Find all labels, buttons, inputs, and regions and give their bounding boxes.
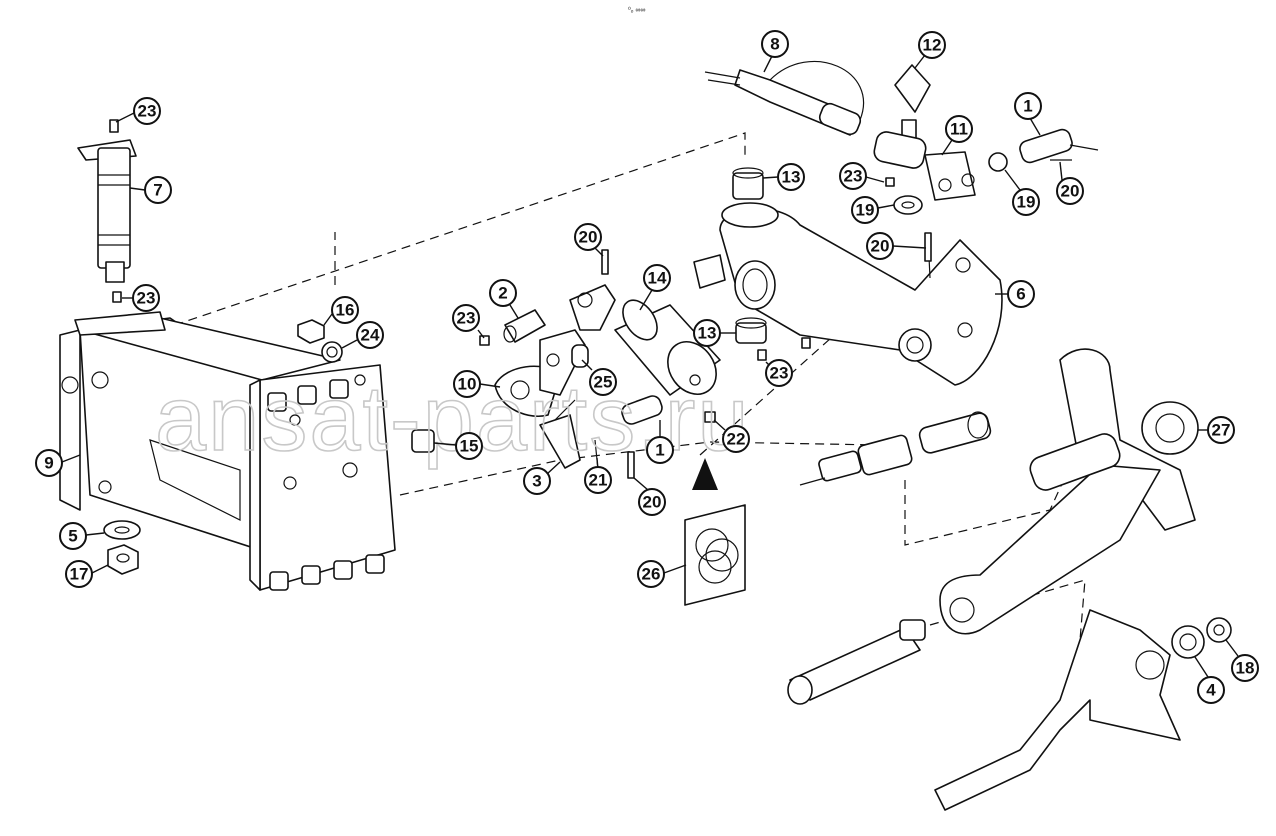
upper-link (704, 61, 865, 136)
mounting-bracket (59, 311, 396, 591)
callout-19-left: 19 (856, 201, 875, 220)
callout-21: 21 (589, 471, 608, 490)
callout-3: 3 (532, 472, 541, 491)
callout-4: 4 (1206, 681, 1216, 700)
callout-20-right: 20 (1061, 182, 1080, 201)
callout-labels: 23 7 23 9 5 17 16 24 15 23 (35, 30, 1259, 704)
callout-12: 12 (923, 36, 942, 55)
lever-links (494, 284, 616, 417)
callout-20-mid: 20 (871, 237, 890, 256)
callout-7: 7 (153, 181, 162, 200)
callout-23-top: 23 (138, 102, 157, 121)
callout-13-lower: 13 (698, 324, 717, 343)
small-pins (601, 232, 932, 479)
callout-20-top: 20 (579, 228, 598, 247)
callout-1-left: 1 (655, 441, 664, 460)
spacer-bush (479, 309, 546, 346)
washer-and-nut (103, 520, 141, 575)
clevis (873, 64, 976, 201)
callout-19-right: 19 (1017, 193, 1036, 212)
callout-13-upper: 13 (782, 168, 801, 187)
callout-17: 18 (1236, 659, 1255, 678)
callout-27: 27 (1212, 421, 1231, 440)
nut-and-washer (297, 319, 343, 363)
callout-20-bottom: 20 (643, 493, 662, 512)
callout-14: 14 (648, 269, 667, 288)
callout-1-right: 1 (1023, 97, 1032, 116)
callout-23-center: 23 (770, 364, 789, 383)
pivot-pin (77, 119, 137, 303)
pins-and-washers-upper (893, 128, 1099, 279)
callout-23-mid: 23 (457, 309, 476, 328)
callout-5: 5 (68, 527, 77, 546)
callout-2: 2 (498, 284, 507, 303)
callout-9: 9 (44, 454, 53, 473)
callout-25: 25 (594, 373, 613, 392)
lower-shaft (787, 609, 1232, 811)
lever-arm (939, 348, 1199, 635)
bushes (704, 167, 811, 423)
callout-16: 16 (336, 301, 355, 320)
callout-24: 24 (361, 326, 380, 345)
direction-triangle (692, 458, 718, 490)
callout-23-left: 23 (137, 289, 156, 308)
callout-11: 6 (1016, 285, 1025, 304)
callout-6: 10 (458, 375, 477, 394)
callout-10: 11 (950, 120, 968, 139)
callout-22: 22 (727, 430, 746, 449)
callout-23-right: 23 (844, 167, 863, 186)
figure-reference: ⁰ₒ ∞∞ (628, 6, 645, 14)
plate-bolts (267, 374, 435, 591)
callout-26: 26 (642, 565, 661, 584)
shaft-assembly (799, 411, 992, 486)
main-arm (693, 202, 1003, 386)
callout-8: 8 (770, 35, 779, 54)
info-label (684, 458, 746, 606)
callout-18: 17 (70, 565, 89, 584)
callout-15: 15 (460, 437, 479, 456)
callout-circle-23-top (133, 97, 161, 125)
hydraulic-cylinder (614, 299, 721, 425)
